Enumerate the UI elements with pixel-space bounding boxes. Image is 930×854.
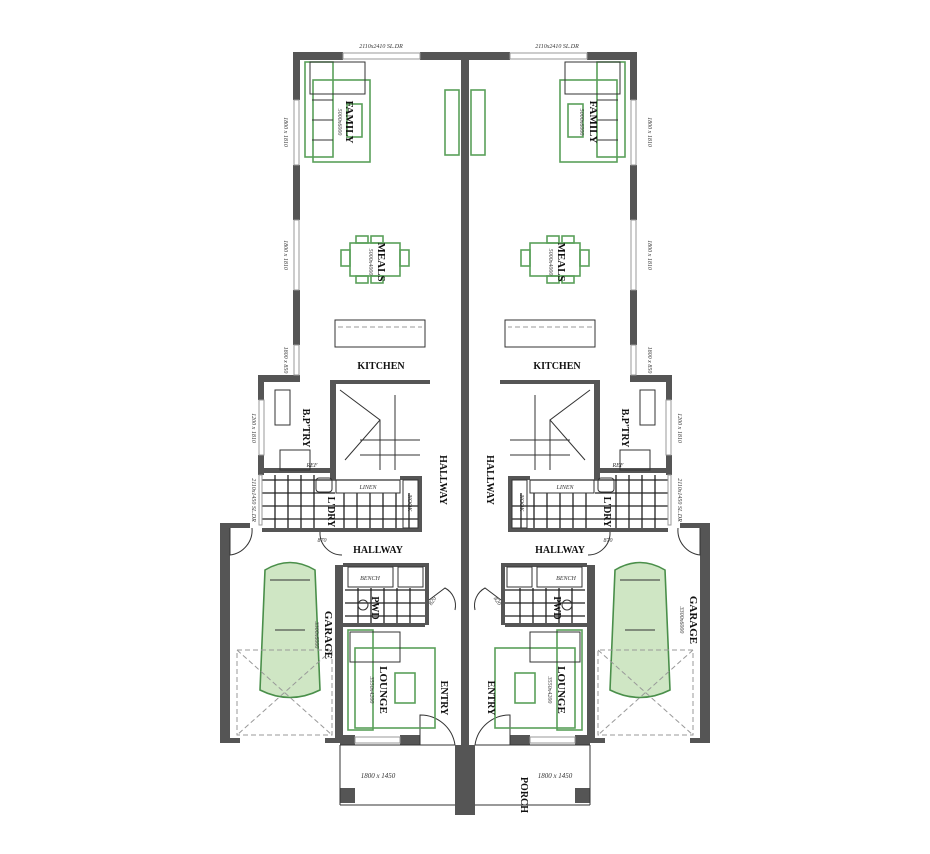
- window-label: 1800 x 1450: [538, 772, 573, 780]
- room-laundry: L'DRY: [325, 497, 336, 529]
- right-unit-labels: 2110x2410 SL.DR 1800 x 1810 1800 x 1810 …: [484, 43, 699, 813]
- room-dims: 3550x4200: [368, 676, 375, 704]
- window-label: 1800 x 1450: [361, 772, 396, 780]
- nook-label: NOOK: [406, 494, 412, 513]
- room-pwd: PWD: [369, 596, 380, 619]
- left-unit-labels: 2110x2410 SL.DR 1800 x 1810 1800 x 1810 …: [250, 43, 449, 780]
- top-door-label: 2110x2410 SL.DR: [535, 43, 579, 50]
- room-dims: 5000x6000: [578, 109, 584, 136]
- nook-label: NOOK: [518, 494, 524, 513]
- room-dims: 3300x6000: [678, 606, 684, 634]
- room-kitchen: KITCHEN: [533, 361, 581, 372]
- window-label: 1800 x 1810: [282, 240, 288, 270]
- room-dims: 5000x4000: [367, 249, 374, 276]
- right-unit-plan: [460, 51, 711, 816]
- room-meals: MEALS: [375, 242, 387, 281]
- room-garage: GARAGE: [322, 611, 334, 659]
- door-width-label: 870: [318, 538, 327, 544]
- window-label: 1200 x 1810: [250, 413, 256, 443]
- ref-label: REF: [612, 463, 624, 469]
- bench-label: BENCH: [556, 576, 576, 582]
- window-label: 1800 x 850: [646, 347, 652, 374]
- door-width-label: 820: [428, 596, 438, 607]
- room-lounge: LOUNGE: [377, 666, 389, 714]
- window-label: 1800 x 1810: [282, 117, 288, 147]
- room-entry: ENTRY: [438, 681, 449, 716]
- room-hallway: HALLWAY: [535, 545, 586, 556]
- room-hallway: HALLWAY: [353, 545, 404, 556]
- room-bptry: B.P'TRY: [619, 409, 630, 449]
- window-label: 1800 x 1810: [646, 240, 652, 270]
- room-dims: 3550x4200: [546, 676, 553, 704]
- window-label: 1200 x 1810: [676, 413, 682, 443]
- ref-label: REF: [306, 463, 318, 469]
- door-label: 2110x1450 SL.DR: [676, 478, 683, 522]
- linen-label: LINEN: [555, 485, 574, 491]
- room-hallway: HALLWAY: [437, 455, 448, 506]
- room-garage: GARAGE: [687, 596, 699, 644]
- window-label: 1800 x 1810: [646, 117, 652, 147]
- room-family: FAMILY: [343, 101, 355, 144]
- room-pwd: PWD: [551, 596, 562, 619]
- door-label: 2110x1450 SL.DR: [250, 478, 257, 522]
- room-lounge: LOUNGE: [555, 666, 567, 714]
- linen-label: LINEN: [358, 485, 377, 491]
- room-laundry: L'DRY: [601, 497, 612, 529]
- door-width-label: 820: [492, 596, 502, 607]
- room-family: FAMILY: [587, 101, 599, 144]
- room-hallway: HALLWAY: [484, 455, 495, 506]
- room-dims: 5000x4000: [547, 249, 554, 276]
- left-unit-plan: [219, 51, 470, 816]
- room-dims: 5000x6000: [336, 109, 342, 136]
- door-width-label: 870: [604, 538, 613, 544]
- room-dims: 3300x6000: [313, 621, 319, 649]
- room-entry: ENTRY: [485, 681, 496, 716]
- top-door-label: 2110x2410 SL.DR: [359, 43, 403, 50]
- window-label: 1800 x 850: [282, 347, 288, 374]
- bench-label: BENCH: [360, 576, 380, 582]
- room-bptry: B.P'TRY: [300, 409, 311, 449]
- room-porch: PORCH: [518, 777, 529, 813]
- room-kitchen: KITCHEN: [357, 361, 405, 372]
- room-meals: MEALS: [555, 242, 567, 281]
